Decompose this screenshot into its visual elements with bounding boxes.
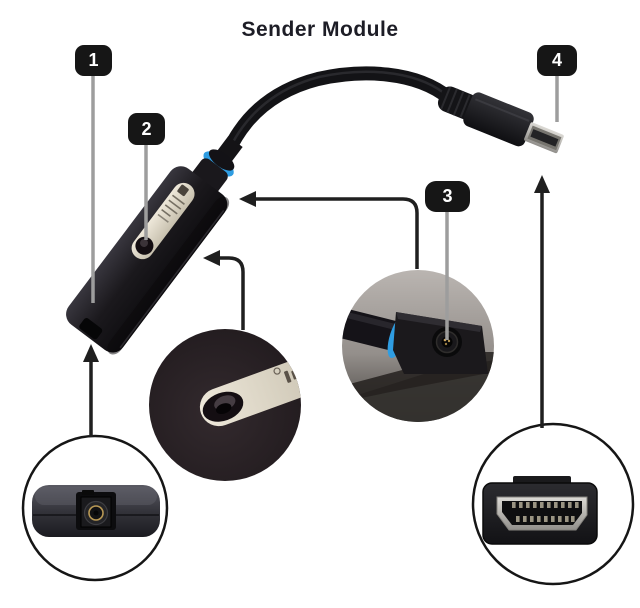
hdmi-logo — [177, 184, 189, 197]
device-label — [131, 182, 195, 260]
cable — [221, 66, 456, 159]
arrow-to-collar-area — [239, 191, 419, 269]
device-end-body — [32, 485, 160, 537]
hdmi-logo-marks — [273, 367, 297, 383]
callout-badge-4: 4 — [537, 45, 577, 76]
arrow-to-bottom-port — [83, 344, 99, 437]
plug-housing — [463, 92, 534, 147]
hdmi-plug-photo — [437, 86, 564, 154]
page-title: Sender Module — [241, 18, 399, 41]
callout-badge-1: 1 — [75, 45, 112, 76]
inset-device-end-view — [21, 434, 169, 582]
inset-hdmi-face-view — [471, 422, 635, 586]
device-bottom-port — [79, 318, 103, 340]
hdmi-pins — [512, 502, 579, 522]
cable-closeup — [342, 299, 417, 353]
sender-device-photo — [66, 66, 564, 355]
callout-badge-3: 3 — [425, 181, 470, 212]
inset-label-button-closeup — [149, 329, 301, 481]
callout-badge-2: 2 — [128, 113, 165, 145]
arrow-to-button-area — [203, 250, 245, 330]
inset-power-port-closeup — [342, 270, 494, 422]
arrow-to-hdmi-plug — [534, 175, 550, 428]
device-body — [66, 166, 228, 353]
